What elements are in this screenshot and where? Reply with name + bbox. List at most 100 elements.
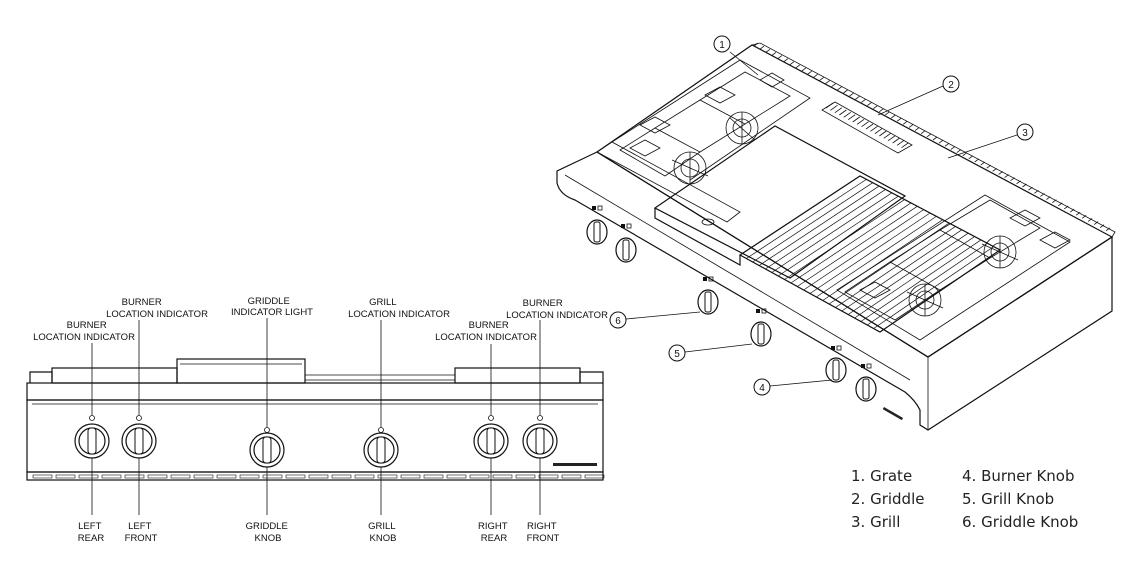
rear-vent-tick [926, 133, 932, 138]
label-knob-left-front: LEFT FRONT [125, 521, 158, 544]
iso-knob-right-front [855, 363, 877, 402]
svg-text:4: 4 [759, 383, 765, 394]
rear-vent-tick [831, 83, 836, 88]
label-grill-location-indicator: GRILL LOCATION INDICATOR [348, 297, 450, 320]
label-knob-grill: GRILL KNOB [368, 521, 398, 544]
rear-vent-tick [855, 95, 860, 100]
vent-slot [285, 474, 306, 479]
griddle-vent-slat [870, 126, 878, 132]
rear-vent-tick [1040, 193, 1045, 197]
griddle-vent-slat [852, 116, 860, 123]
svg-text:5: 5 [674, 349, 680, 360]
grill-bar [809, 212, 931, 294]
rear-vent-tick [807, 70, 812, 75]
right-burner-grates [844, 199, 1071, 321]
griddle-vent-slat [896, 140, 905, 146]
legend-item: 1. Grate [851, 467, 912, 485]
rear-vent-tick [902, 121, 908, 125]
rear-vent-tick [1058, 202, 1063, 207]
griddle-vent-slat [901, 142, 909, 148]
rear-vent-tick [1105, 227, 1111, 232]
grill-bar [822, 219, 943, 301]
rear-vent-tick [1099, 224, 1105, 229]
griddle-vent-slat [834, 107, 843, 113]
grill-bar [847, 232, 969, 315]
front-knob-left-front [121, 415, 157, 459]
rear-vent-tick [986, 164, 991, 169]
rear-vent-tick [908, 124, 914, 128]
rear-vent-tick [801, 67, 806, 72]
callout-3: 3 [947, 123, 1034, 159]
vent-slot [101, 474, 122, 479]
rear-vent-tick [1010, 177, 1015, 182]
grill-bar [835, 226, 956, 308]
rear-vent-tick [873, 105, 878, 109]
callout-6: 6 [609, 311, 701, 329]
rear-vent-tick [962, 152, 968, 156]
legend-item: 6. Griddle Knob [962, 513, 1078, 531]
rear-vent-tick [843, 89, 848, 94]
rear-vent-tick [1028, 186, 1033, 191]
legend-item: 4. Burner Knob [962, 467, 1075, 485]
vent-slot [492, 474, 513, 479]
rear-vent-tick [974, 158, 980, 163]
griddle-vent-slat [874, 128, 883, 134]
vent-slot [193, 474, 214, 479]
label-griddle-indicator-light: GRIDDLE INDICATOR LIGHT [231, 296, 313, 318]
vent-slot [377, 474, 398, 479]
rear-vent-tick [1064, 205, 1069, 210]
label-left-front-indicator: BURNER LOCATION INDICATOR [106, 297, 208, 320]
legend: 1. Grate 2. Griddle 3. Grill 4. Burner K… [851, 467, 1078, 531]
label-knob-right-front: RIGHT FRONT [527, 521, 560, 544]
iso-knob-right-rear [825, 345, 847, 383]
indicator-light [537, 415, 543, 421]
front-knob-right-front [522, 415, 558, 459]
griddle-vent-slat [830, 105, 838, 111]
vent-slot [239, 474, 260, 479]
indicator-light [264, 427, 270, 433]
label-knob-right-rear: RIGHT REAR [478, 521, 510, 544]
vent-slot [469, 474, 490, 479]
legend-item: 5. Grill Knob [962, 490, 1054, 508]
label-left-rear-indicator: BURNER LOCATION INDICATOR [33, 320, 135, 343]
grill-bar [784, 199, 905, 280]
rear-vent-tick [914, 127, 920, 131]
vent-slot [584, 474, 605, 479]
vent-slot [515, 474, 536, 479]
callout-5: 5 [668, 343, 753, 362]
rear-vent-tick [890, 114, 896, 119]
rear-vent-tick [813, 74, 818, 78]
rear-vent-tick [789, 61, 795, 66]
vent-slot [423, 474, 444, 479]
grill-bar [771, 192, 893, 273]
vent-slot [400, 474, 421, 479]
indicator-light [136, 415, 142, 421]
grill-bar [790, 202, 912, 284]
grill-bar [873, 246, 994, 329]
vent-slot [354, 474, 375, 479]
callout-2: 2 [877, 75, 960, 116]
label-knob-griddle: GRIDDLE KNOB [246, 521, 291, 544]
rear-vent-tick [819, 77, 824, 81]
grill-bar [765, 189, 886, 270]
rear-vent-tick [777, 55, 783, 59]
svg-text:1: 1 [719, 40, 725, 51]
grill-bar [797, 205, 918, 287]
front-knob-right-rear [473, 415, 509, 459]
rear-vent-tick [932, 136, 938, 141]
vent-slot [78, 474, 99, 479]
rear-vent-tick [849, 92, 854, 97]
rear-vent-tick [861, 99, 866, 103]
griddle-plate [653, 125, 907, 279]
grill-bar [854, 236, 975, 319]
rear-vent-tick [938, 139, 944, 144]
vent-slot [308, 474, 329, 479]
rear-vent-tick [771, 52, 777, 56]
grill-bar [860, 239, 982, 322]
rear-vent-tick [1052, 199, 1057, 203]
griddle-vent-slat [865, 123, 874, 130]
grill-bar [777, 195, 899, 277]
vent-slot [124, 474, 145, 479]
griddle-vent-slat [856, 119, 865, 125]
